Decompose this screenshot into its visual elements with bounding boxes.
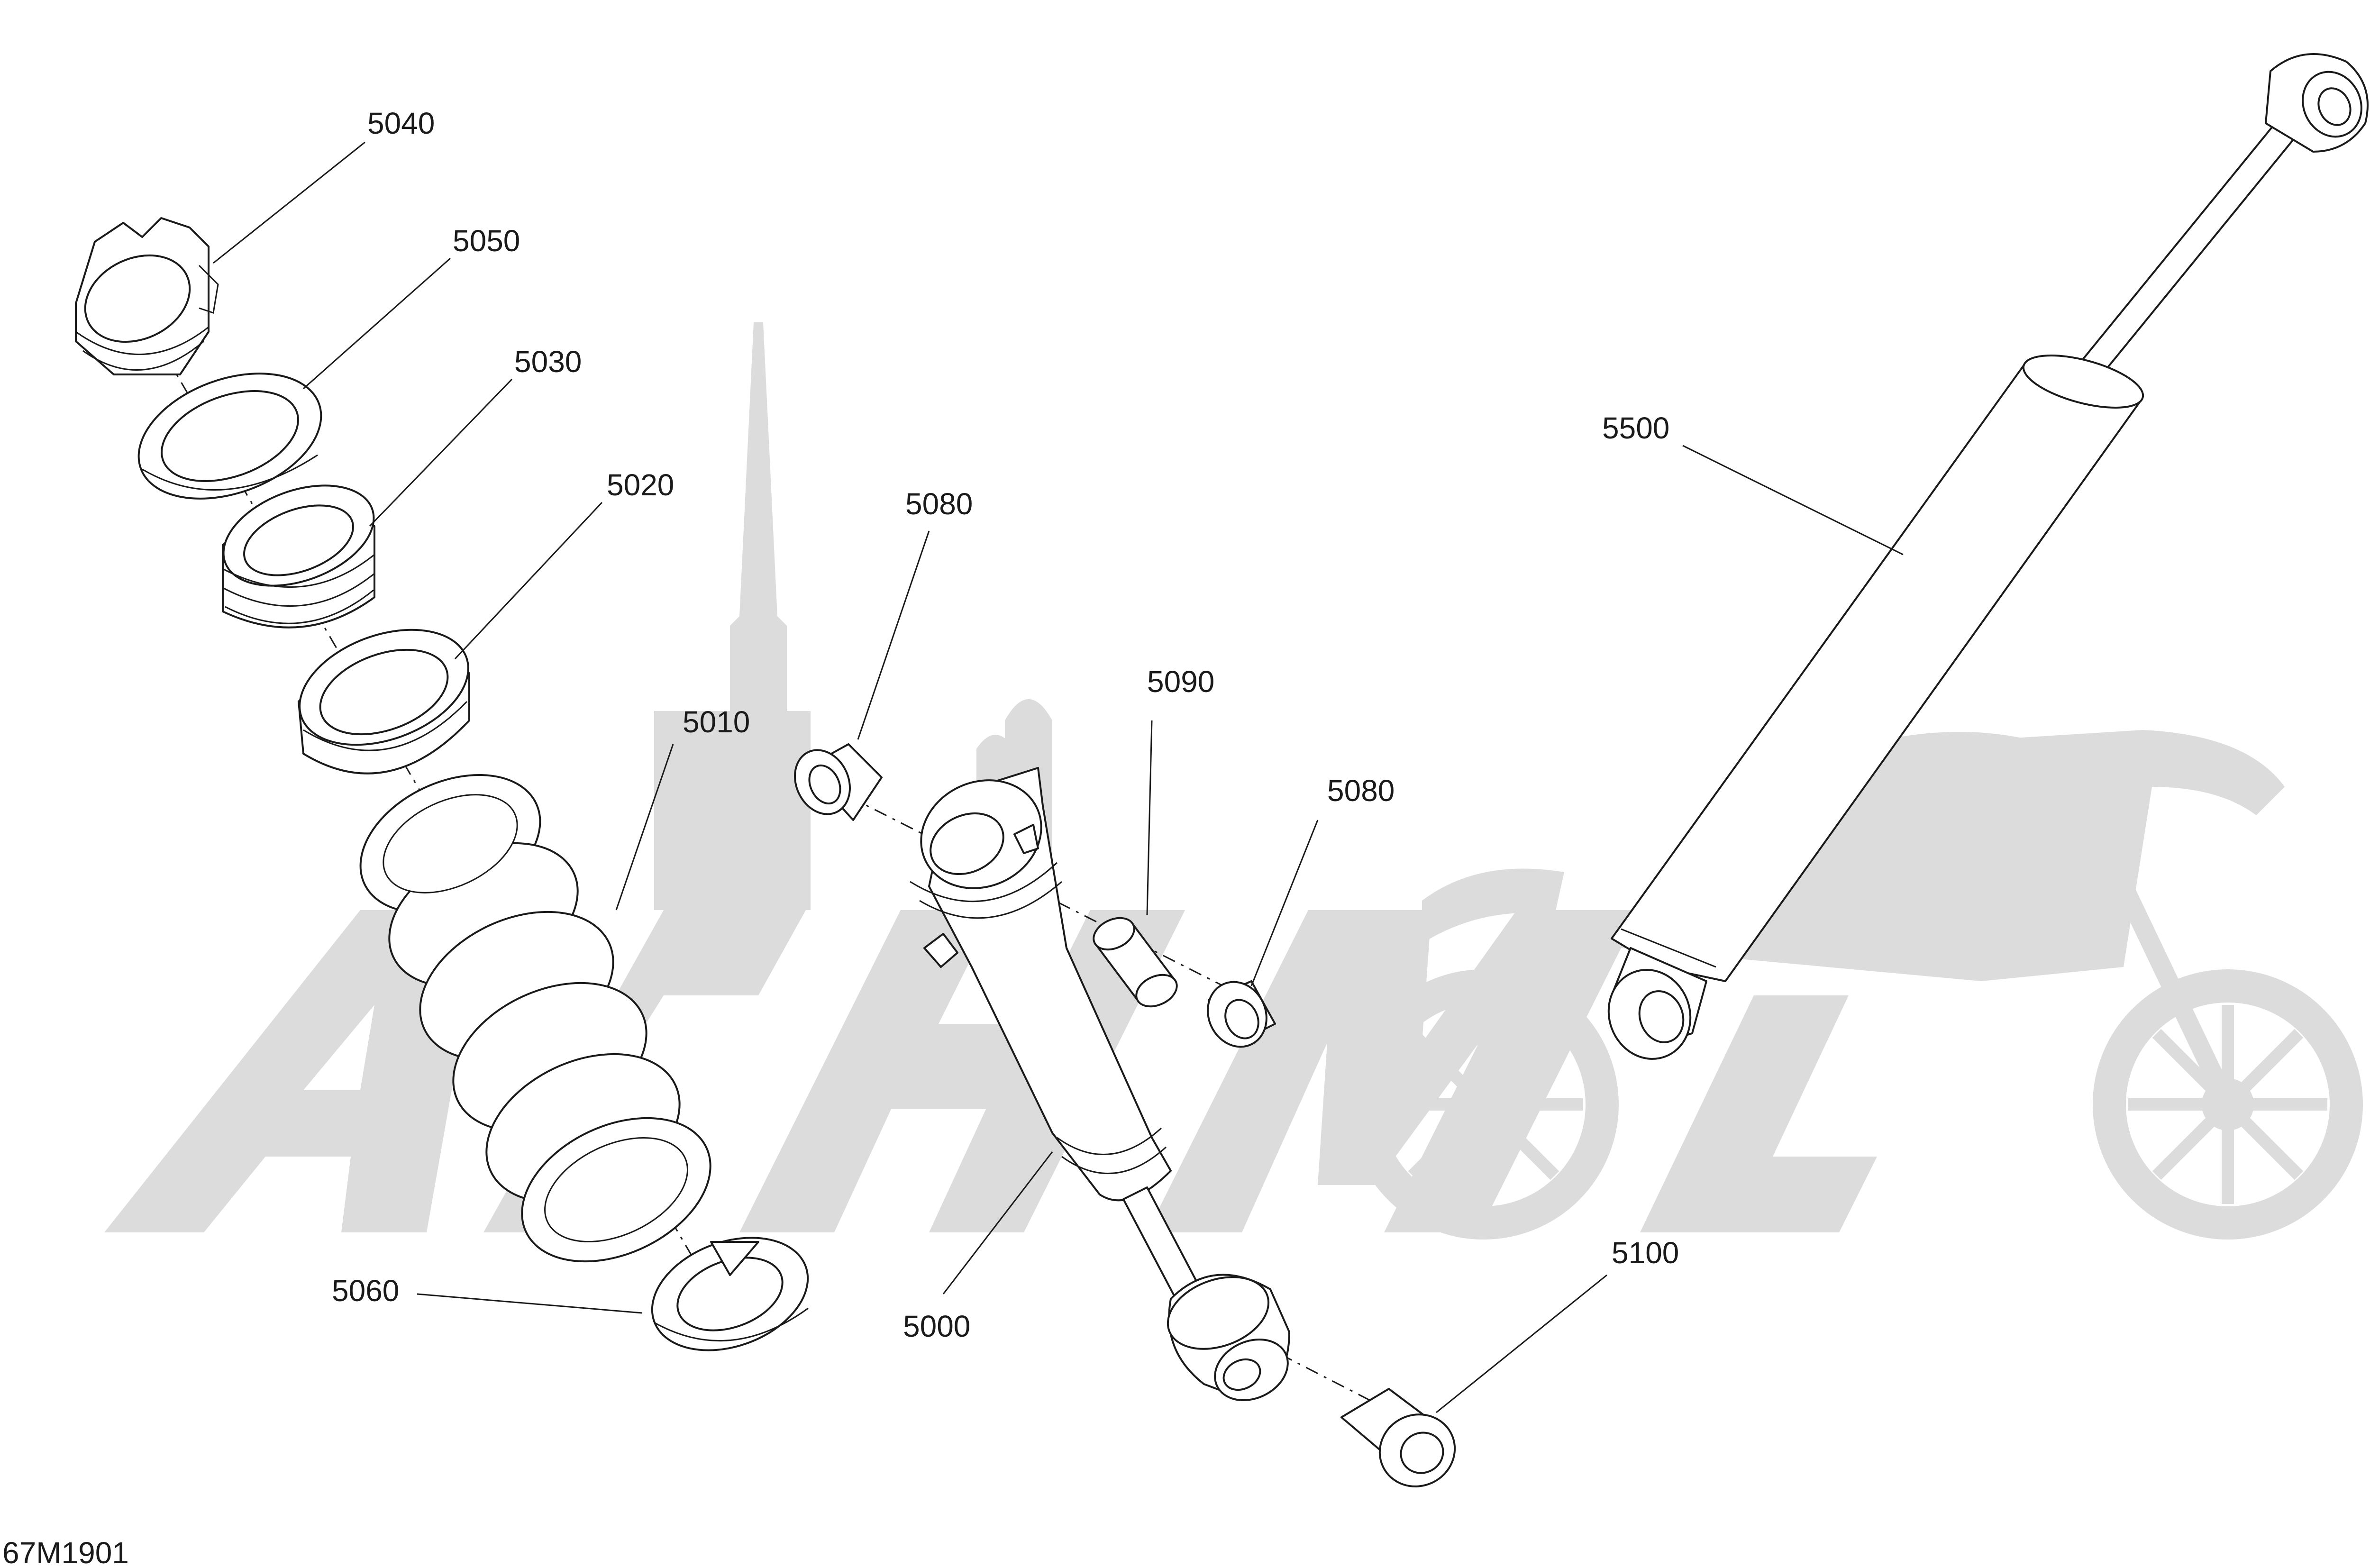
- callout-5080-upper: 5080: [905, 487, 973, 521]
- leader-lines: [213, 141, 1904, 1413]
- diagram-code: 67M1901: [2, 1536, 129, 1568]
- callout-5010: 5010: [683, 705, 750, 739]
- part-coil-spring: [359, 774, 711, 1263]
- part-shock-absorber-body: [910, 767, 1290, 1402]
- part-spring-collar: [222, 484, 375, 629]
- part-adjuster-cap: [75, 217, 219, 375]
- part-bushing-lower: [1340, 1388, 1456, 1487]
- part-sleeve: [1093, 917, 1178, 1008]
- callout-5050: 5050: [453, 224, 520, 258]
- part-washer-upper: [137, 373, 322, 500]
- callout-5500: 5500: [1602, 411, 1669, 445]
- part-lock-ring: [298, 629, 470, 775]
- part-spring-seat: [651, 1237, 809, 1351]
- callout-5080-middle: 5080: [1327, 774, 1395, 808]
- part-bushing-middle: [1207, 980, 1276, 1048]
- callout-5000: 5000: [903, 1309, 970, 1343]
- callout-5030: 5030: [514, 345, 582, 379]
- callout-5060: 5060: [332, 1274, 399, 1308]
- callout-5090: 5090: [1147, 665, 1214, 699]
- callout-5040: 5040: [367, 106, 435, 140]
- callout-5100: 5100: [1612, 1236, 1679, 1270]
- callout-5020: 5020: [607, 468, 674, 502]
- part-shock-assembly: [1607, 53, 2369, 1060]
- callout-labels: 5040 5050 5030 5020 5010 5060 5080 5090 …: [332, 106, 1679, 1343]
- part-bushing-upper: [794, 743, 883, 821]
